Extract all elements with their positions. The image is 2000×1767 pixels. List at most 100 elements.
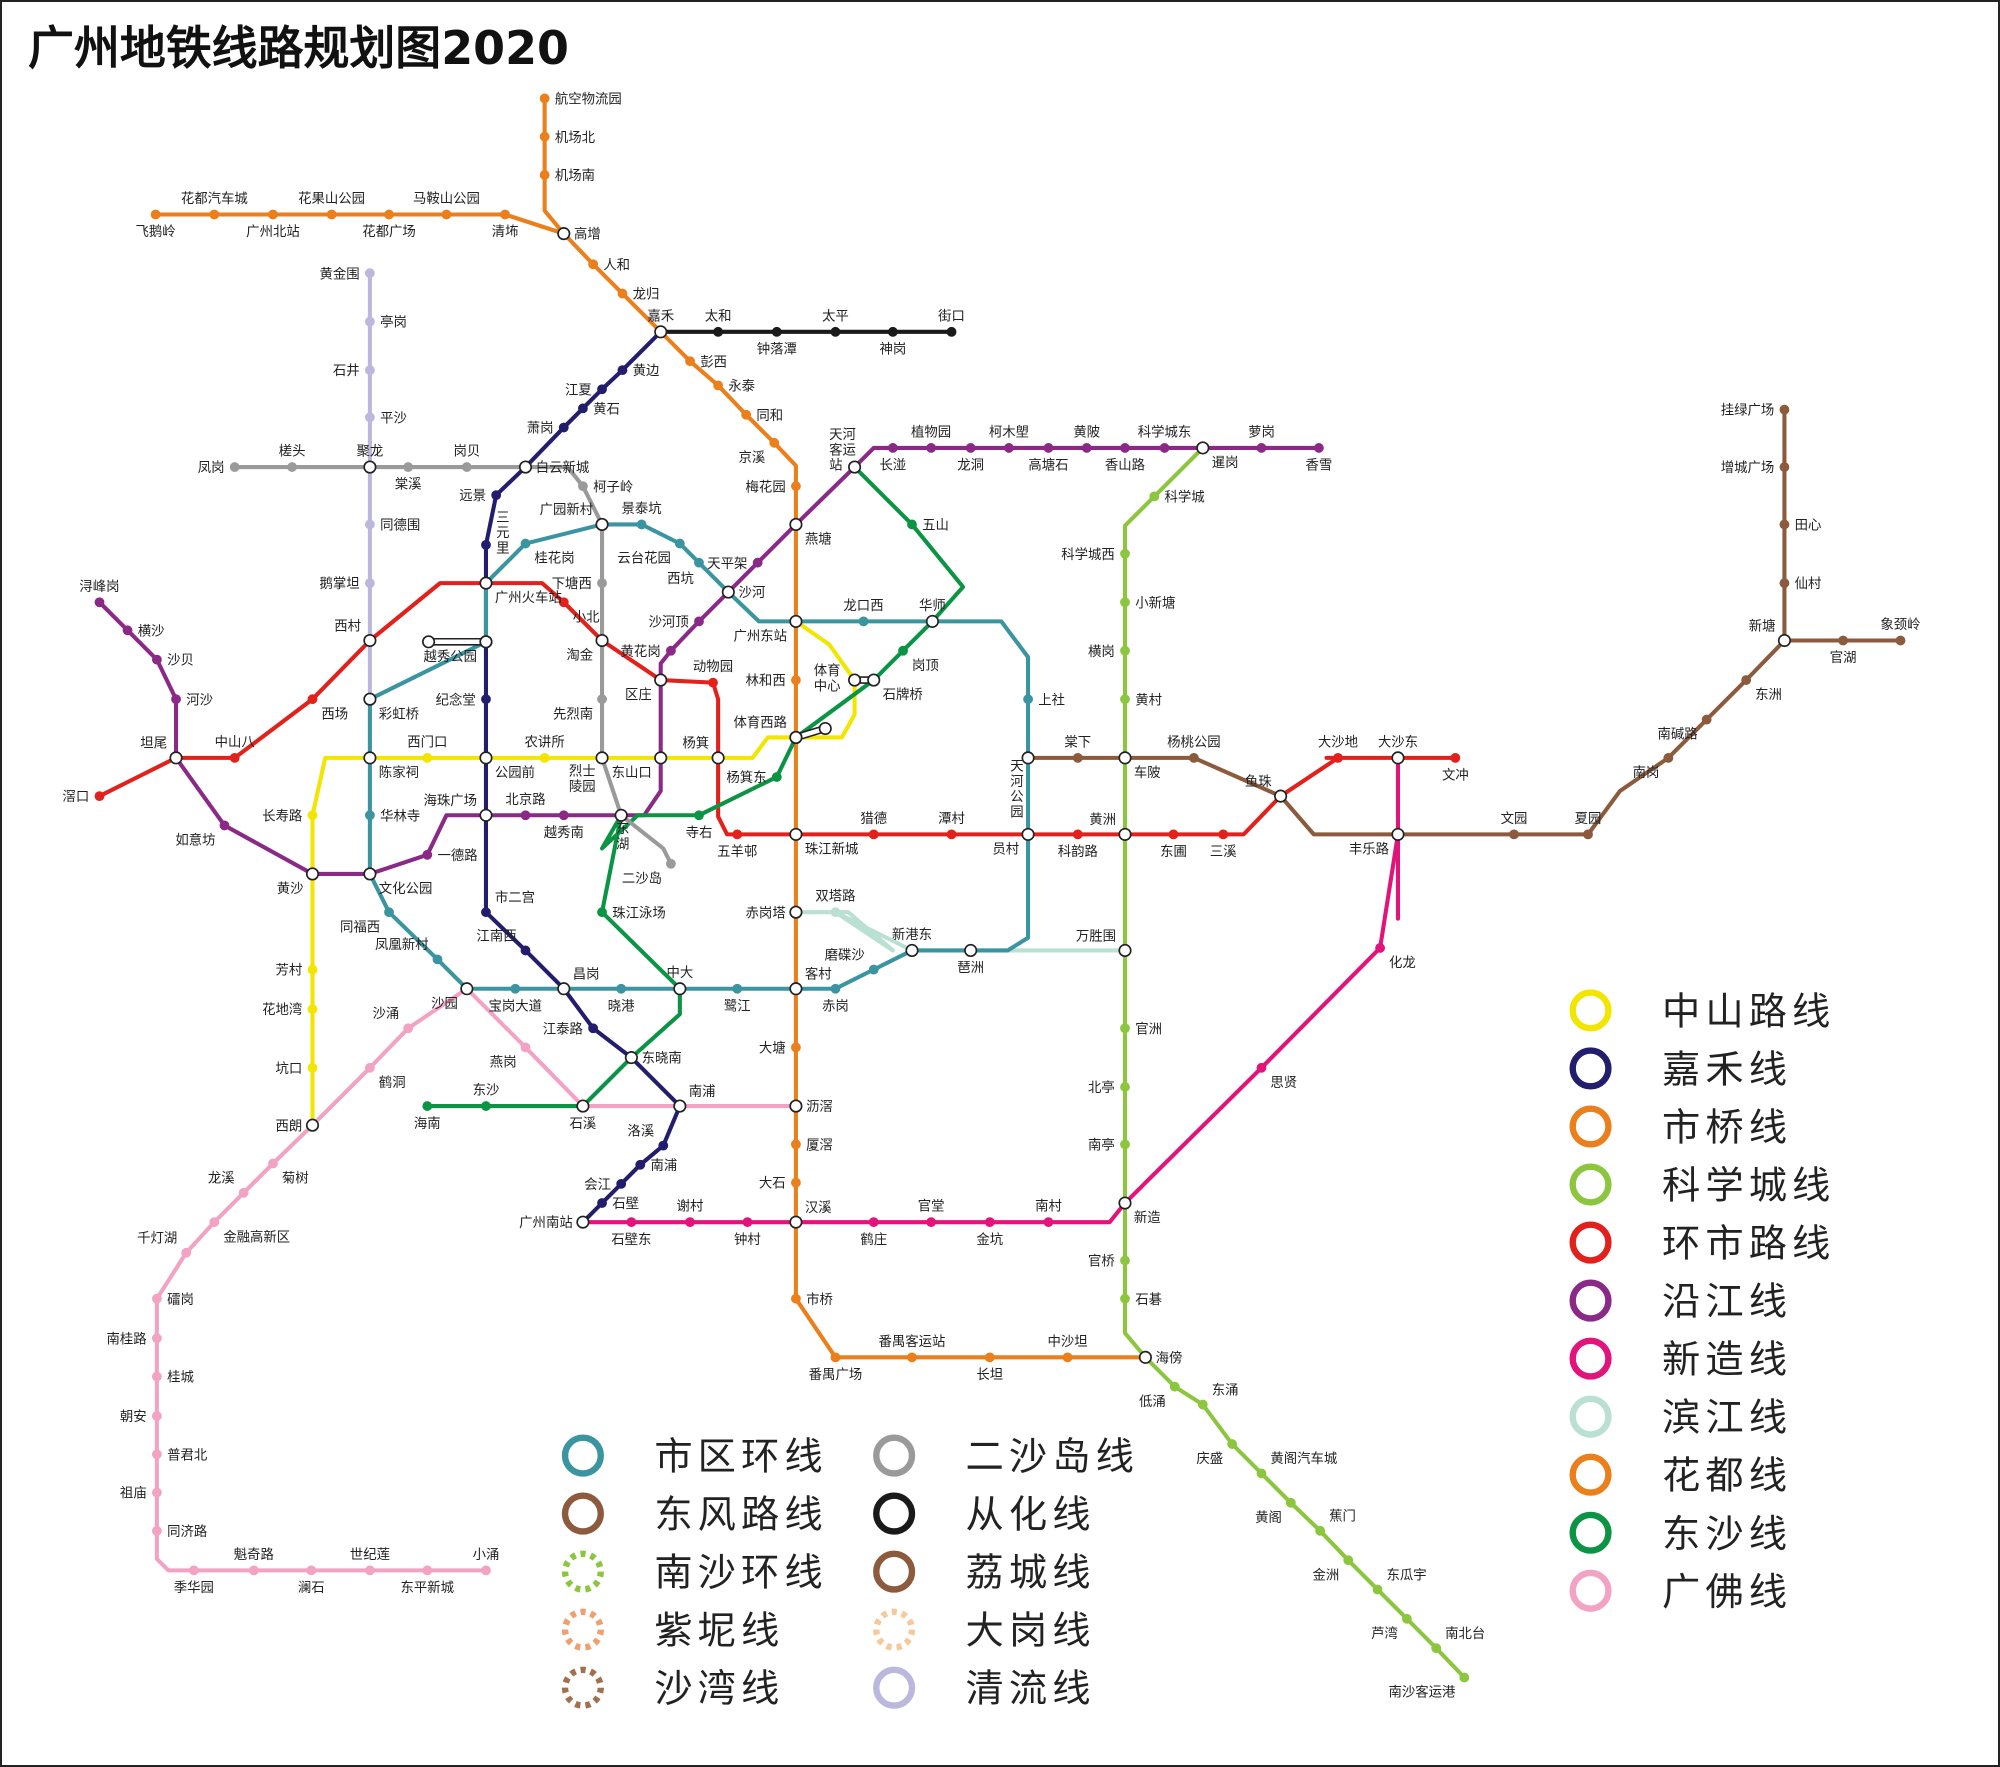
interchange-station-marker[interactable] bbox=[363, 633, 377, 648]
station-marker[interactable] bbox=[1256, 443, 1267, 453]
interchange-station-marker[interactable] bbox=[848, 460, 862, 474]
station-marker[interactable] bbox=[636, 519, 647, 530]
interchange-station-marker[interactable] bbox=[925, 614, 939, 628]
station-marker[interactable] bbox=[1431, 1643, 1442, 1654]
station-marker[interactable] bbox=[151, 1293, 162, 1304]
station-marker[interactable] bbox=[926, 1217, 937, 1228]
station-marker[interactable] bbox=[209, 209, 220, 220]
metro-line-12[interactable] bbox=[1028, 638, 1901, 837]
interchange-station-marker[interactable] bbox=[460, 982, 474, 996]
interchange-station-marker[interactable] bbox=[479, 808, 493, 822]
station-marker[interactable] bbox=[1120, 645, 1130, 656]
station-marker[interactable] bbox=[907, 1352, 917, 1363]
station-marker[interactable] bbox=[1188, 752, 1199, 763]
station-marker[interactable] bbox=[307, 964, 318, 975]
interchange-station-marker[interactable] bbox=[1196, 441, 1210, 455]
interchange-station-marker[interactable] bbox=[518, 460, 533, 474]
station-marker[interactable] bbox=[422, 1101, 433, 1111]
station-marker[interactable] bbox=[558, 810, 569, 821]
station-marker[interactable] bbox=[364, 365, 375, 376]
station-marker[interactable] bbox=[539, 170, 550, 180]
station-marker[interactable] bbox=[597, 907, 607, 918]
station-marker[interactable] bbox=[685, 1217, 695, 1228]
interchange-station-marker[interactable] bbox=[1021, 827, 1035, 841]
interchange-station-marker[interactable] bbox=[1391, 751, 1405, 765]
station-marker[interactable] bbox=[1004, 443, 1014, 453]
station-marker[interactable] bbox=[307, 1004, 318, 1015]
station-marker[interactable] bbox=[752, 557, 763, 568]
station-marker[interactable] bbox=[181, 1247, 192, 1258]
station-marker[interactable] bbox=[887, 326, 898, 337]
station-marker[interactable] bbox=[481, 1565, 491, 1576]
station-marker[interactable] bbox=[791, 1139, 801, 1150]
station-marker[interactable] bbox=[588, 259, 599, 270]
metro-line-6[interactable] bbox=[582, 757, 1400, 1225]
station-marker[interactable] bbox=[364, 316, 375, 327]
interchange-station-marker[interactable] bbox=[305, 1118, 320, 1132]
station-marker[interactable] bbox=[326, 209, 337, 220]
station-marker[interactable] bbox=[510, 983, 521, 994]
station-marker[interactable] bbox=[1120, 1082, 1130, 1092]
interchange-station-marker[interactable] bbox=[624, 1051, 638, 1065]
station-marker[interactable] bbox=[364, 578, 375, 589]
station-marker[interactable] bbox=[151, 1525, 162, 1536]
station-marker[interactable] bbox=[635, 1159, 646, 1170]
station-marker[interactable] bbox=[384, 907, 394, 918]
station-marker[interactable] bbox=[597, 1198, 607, 1208]
station-marker[interactable] bbox=[858, 616, 869, 627]
metro-line-13[interactable] bbox=[234, 465, 673, 865]
station-marker[interactable] bbox=[481, 1101, 491, 1111]
station-marker[interactable] bbox=[1372, 1584, 1383, 1595]
interchange-station-marker[interactable] bbox=[789, 1215, 803, 1229]
station-marker[interactable] bbox=[1256, 1468, 1267, 1479]
station-marker[interactable] bbox=[219, 820, 230, 831]
station-marker[interactable] bbox=[171, 694, 181, 705]
station-marker[interactable] bbox=[1023, 694, 1033, 705]
station-marker[interactable] bbox=[1043, 443, 1054, 453]
station-marker[interactable] bbox=[1120, 1293, 1130, 1304]
station-marker[interactable] bbox=[520, 945, 531, 956]
metro-line-3[interactable] bbox=[1122, 446, 1466, 1679]
station-marker[interactable] bbox=[209, 1217, 220, 1228]
station-marker[interactable] bbox=[626, 1217, 637, 1228]
station-marker[interactable] bbox=[1401, 1613, 1412, 1624]
station-marker[interactable] bbox=[617, 365, 628, 376]
station-marker[interactable] bbox=[771, 326, 782, 337]
station-marker[interactable] bbox=[791, 675, 801, 685]
metro-line-0[interactable] bbox=[310, 619, 857, 1126]
interchange-station-marker[interactable] bbox=[818, 721, 832, 736]
station-marker[interactable] bbox=[151, 654, 162, 665]
interchange-station-marker[interactable] bbox=[1777, 633, 1792, 648]
station-marker[interactable] bbox=[500, 209, 511, 220]
station-marker[interactable] bbox=[771, 772, 782, 782]
interchange-station-marker[interactable] bbox=[614, 808, 628, 822]
station-marker[interactable] bbox=[229, 462, 240, 472]
interchange-station-marker[interactable] bbox=[1118, 1196, 1132, 1210]
interchange-station-marker[interactable] bbox=[363, 751, 377, 765]
station-marker[interactable] bbox=[364, 1062, 375, 1073]
interchange-station-marker[interactable] bbox=[557, 982, 571, 996]
station-marker[interactable] bbox=[1120, 597, 1130, 608]
station-marker[interactable] bbox=[1256, 1062, 1267, 1073]
interchange-station-marker[interactable] bbox=[1138, 1350, 1152, 1364]
station-marker[interactable] bbox=[384, 209, 394, 220]
station-marker[interactable] bbox=[597, 384, 607, 395]
station-marker[interactable] bbox=[1159, 443, 1170, 453]
station-marker[interactable] bbox=[666, 645, 676, 656]
station-marker[interactable] bbox=[539, 131, 550, 142]
station-marker[interactable] bbox=[694, 810, 704, 821]
station-marker[interactable] bbox=[666, 858, 676, 869]
station-marker[interactable] bbox=[708, 677, 718, 688]
interchange-station-marker[interactable] bbox=[1021, 751, 1035, 765]
interchange-station-marker[interactable] bbox=[673, 1099, 687, 1113]
station-marker[interactable] bbox=[898, 645, 908, 656]
metro-line-8[interactable] bbox=[155, 212, 565, 236]
station-marker[interactable] bbox=[1509, 829, 1519, 840]
station-marker[interactable] bbox=[1701, 714, 1712, 725]
station-marker[interactable] bbox=[520, 538, 531, 549]
interchange-station-marker[interactable] bbox=[363, 867, 377, 881]
station-marker[interactable] bbox=[364, 412, 375, 423]
station-marker[interactable] bbox=[769, 437, 780, 448]
station-marker[interactable] bbox=[984, 1217, 995, 1228]
station-marker[interactable] bbox=[307, 1062, 318, 1073]
